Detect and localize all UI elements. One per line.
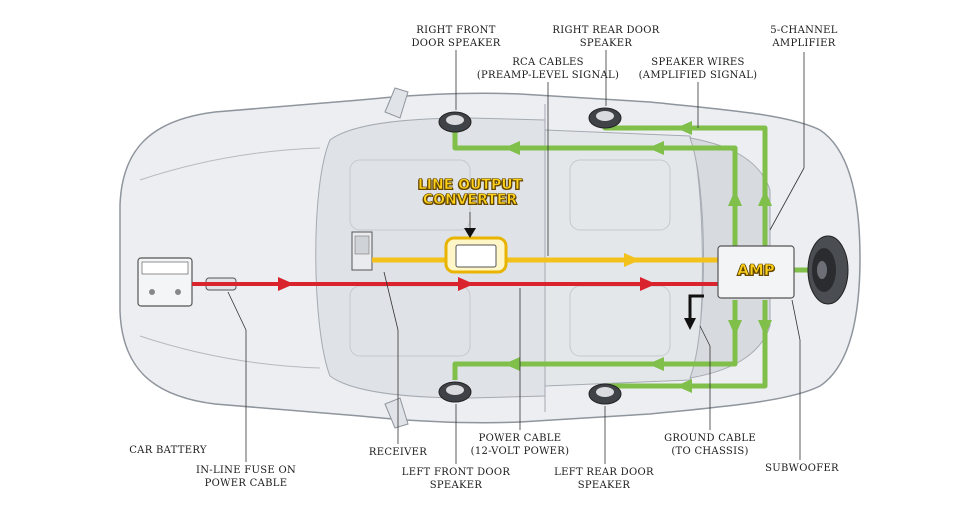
label-left-rear-door-speaker: LEFT REAR DOOR SPEAKER: [554, 467, 654, 491]
label-right-rear-door-speaker: RIGHT REAR DOOR SPEAKER: [552, 25, 660, 49]
left-rear-speaker: [588, 383, 622, 405]
receiver-unit: [351, 231, 373, 271]
converter-arrow: [464, 228, 476, 238]
car-battery: [137, 257, 193, 307]
label-line-output-converter: LINE OUTPUT CONVERTER: [417, 177, 523, 208]
label-left-front-door-speaker: LEFT FRONT DOOR SPEAKER: [401, 467, 511, 491]
label-receiver: RECEIVER: [368, 447, 428, 458]
label-power-cable: POWER CABLE (12-VOLT POWER): [470, 433, 570, 457]
label-speaker-wires: SPEAKER WIRES (AMPLIFIED SIGNAL): [638, 57, 758, 81]
label-5-channel-amplifier: 5-CHANNEL AMPLIFIER: [770, 25, 838, 49]
power-cable-line: [192, 277, 720, 291]
rca-cable-line: [372, 236, 720, 274]
amplifier-unit: [717, 245, 795, 299]
speaker-wire-arrows: [504, 121, 772, 393]
label-rca-cables: RCA CABLES (PREAMP-LEVEL SIGNAL): [476, 57, 620, 81]
leader-lines: [227, 50, 805, 464]
label-amp: AMP: [737, 261, 775, 279]
left-front-speaker: [438, 381, 472, 403]
label-subwoofer: SUBWOOFER: [765, 463, 839, 474]
label-car-battery: CAR BATTERY: [129, 445, 207, 456]
right-rear-speaker: [588, 107, 622, 129]
label-right-front-door-speaker: RIGHT FRONT DOOR SPEAKER: [411, 25, 501, 49]
label-ground-cable: GROUND CABLE (TO CHASSIS): [664, 433, 756, 457]
subwoofer-unit: [807, 235, 849, 305]
label-inline-fuse: IN-LINE FUSE ON POWER CABLE: [195, 465, 297, 489]
right-front-speaker: [438, 111, 472, 133]
ground-cable-arrow: [684, 294, 704, 330]
